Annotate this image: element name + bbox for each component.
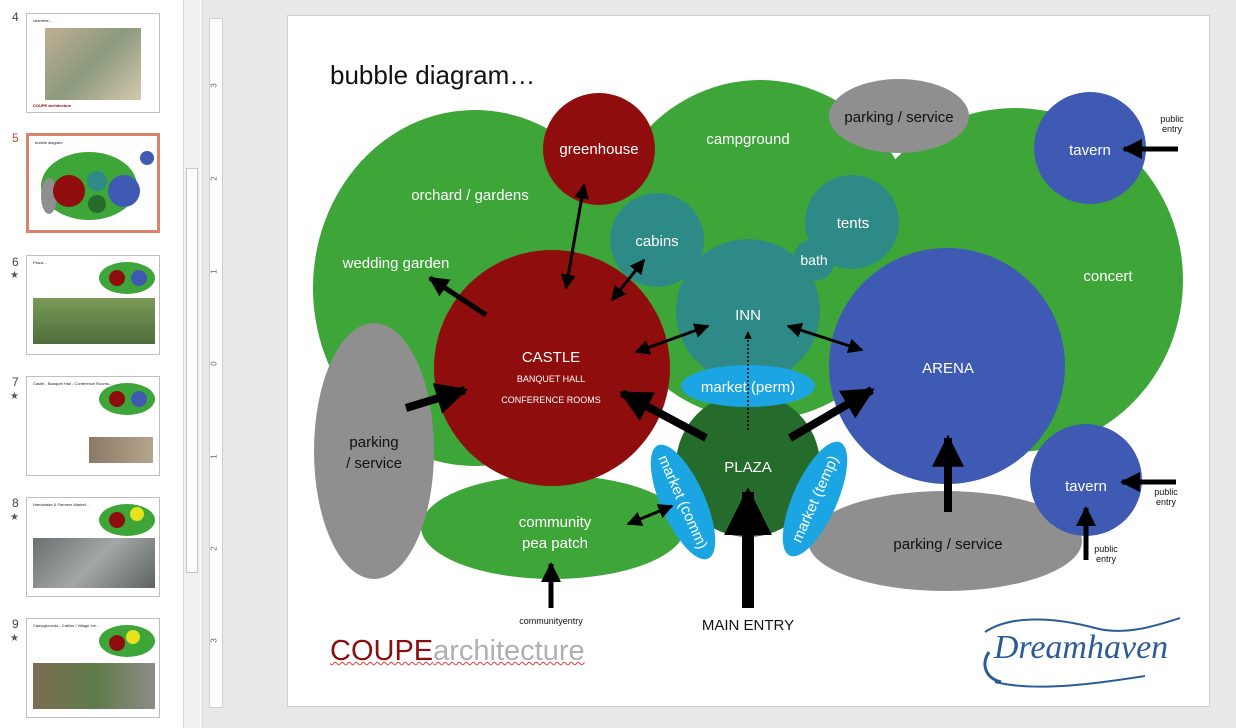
community-entry-label: communityentry	[519, 616, 583, 626]
slide-thumbnail-panel: 4 charrette... COUPE architecture 5 bubb…	[0, 0, 184, 728]
tavern-top-bubble	[1034, 92, 1146, 204]
parking-bottom-label: parking / service	[893, 536, 1002, 553]
slide-title[interactable]: bubble diagram…	[330, 60, 536, 90]
slide-number-9: 9	[12, 617, 19, 631]
slide-number-7: 7	[12, 375, 19, 389]
thumbnail-image	[89, 437, 153, 463]
animation-star-icon: ★	[10, 512, 19, 523]
cabins-label: cabins	[635, 233, 678, 250]
parking-top-label: parking / service	[844, 109, 953, 126]
thumbnail-title: Castle - Banquet Hall - Conference Rooms…	[33, 381, 113, 386]
arrow-castle-greenhouse	[560, 183, 590, 290]
greenhouse-label: greenhouse	[559, 141, 638, 158]
slide-thumbnail-8[interactable]: Handmade & Farmers Market...	[26, 497, 160, 597]
slide-thumbnail-6[interactable]: Plaza...	[26, 255, 160, 355]
logo-architecture-text: architecture	[433, 635, 585, 667]
slide-thumbnail-7[interactable]: Castle - Banquet Hall - Conference Rooms…	[26, 376, 160, 476]
parking-left-label-1: parking	[349, 434, 398, 451]
thumbnail-image	[33, 663, 155, 709]
thumbnail-title: bubble diagram	[35, 140, 63, 145]
dreamhaven-logo-text: Dreamhaven	[993, 629, 1168, 666]
slide-number-4: 4	[12, 10, 19, 24]
animation-star-icon: ★	[10, 633, 19, 644]
thumbnail-title: Handmade & Farmers Market...	[33, 502, 90, 507]
community-pea-patch-bubble	[421, 475, 685, 579]
arrow-plaza-castle	[619, 389, 708, 442]
arrow-plaza-arena	[787, 386, 875, 442]
arena-label: ARENA	[922, 360, 974, 377]
greenhouse-bubble	[543, 93, 655, 205]
arrow-castle-inn	[634, 323, 710, 355]
thumbnail-diagram	[99, 625, 155, 657]
community-label-1: community	[519, 514, 592, 531]
tavern-top-label: tavern	[1069, 142, 1111, 159]
logo-coupe-text: COUPE	[330, 635, 434, 667]
parking-service-top-bubble	[829, 79, 969, 153]
public-entry-label-2b: entry	[1156, 497, 1177, 507]
arrow-market-community	[626, 504, 674, 526]
animation-star-icon: ★	[10, 391, 19, 402]
thumbnail-logo: COUPE architecture	[33, 103, 72, 108]
public-entry-label-1b: entry	[1162, 124, 1183, 134]
thumbnail-scrollbar-thumb[interactable]	[186, 168, 198, 573]
public-entry-label-2a: public	[1154, 487, 1178, 497]
slide-thumbnail-4[interactable]: charrette... COUPE architecture	[26, 13, 160, 113]
arena-bubble	[829, 248, 1065, 484]
plaza-label: PLAZA	[724, 459, 772, 476]
thumbnail-diagram	[99, 383, 155, 415]
thumbnail-title: charrette...	[33, 18, 53, 23]
campground-label: campground	[706, 131, 789, 148]
concert-label: concert	[1083, 268, 1133, 285]
parking-service-left-bubble	[314, 323, 434, 579]
arrow-parking-castle	[404, 383, 469, 414]
vertical-ruler: 3 2 1 0 1 2 3	[209, 18, 223, 708]
thumbnail-diagram	[99, 504, 155, 536]
parking-service-bottom-bubble	[808, 491, 1082, 591]
tents-label: tents	[837, 215, 870, 232]
public-entry-label-3b: entry	[1096, 554, 1117, 564]
thumbnail-image	[33, 298, 155, 344]
thumbnail-title: Plaza...	[33, 260, 47, 265]
thumbnail-diagram	[41, 151, 154, 220]
arrow-inn-arena	[786, 323, 864, 353]
slide-thumbnail-5[interactable]: bubble diagram	[26, 133, 160, 233]
wedding-label: wedding garden	[342, 255, 450, 272]
arrow-castle-wedding	[428, 275, 488, 318]
slide-number-5: 5	[12, 131, 19, 145]
coupe-architecture-logo: COUPEarchitecture	[330, 635, 585, 668]
thumbnail-title: Campgrounds - Cabins / Village Inn...	[33, 623, 100, 628]
slide-number-8: 8	[12, 496, 19, 510]
thumbnail-image	[45, 28, 141, 100]
community-label-2: pea patch	[522, 535, 588, 552]
tavern-bottom-label: tavern	[1065, 478, 1107, 495]
public-entry-label-3a: public	[1094, 544, 1118, 554]
arrow-castle-cabins	[610, 258, 646, 302]
orchard-label: orchard / gardens	[411, 187, 529, 204]
market-comm-bubble	[650, 444, 716, 560]
conference-label: CONFERENCE ROOMS	[501, 395, 601, 405]
slide-number-6: 6	[12, 255, 19, 269]
thumbnail-diagram	[99, 262, 155, 294]
main-entry-label: MAIN ENTRY	[702, 617, 794, 634]
banquet-label: BANQUET HALL	[517, 374, 585, 384]
thumbnail-image	[33, 538, 155, 588]
inn-label: INN	[735, 307, 761, 324]
tavern-bottom-bubble	[1030, 424, 1142, 536]
parking-left-label-2: / service	[346, 455, 402, 472]
market-temp-bubble	[782, 441, 848, 557]
castle-label: CASTLE	[522, 349, 580, 366]
market-perm-label: market (perm)	[701, 379, 795, 396]
bath-label: bath	[800, 252, 827, 268]
public-entry-label-1a: public	[1160, 114, 1184, 124]
plaza-bubble	[676, 393, 820, 537]
inn-bubble	[676, 239, 820, 383]
castle-bubble	[434, 250, 670, 486]
animation-star-icon: ★	[10, 270, 19, 281]
slide-thumbnail-9[interactable]: Campgrounds - Cabins / Village Inn...	[26, 618, 160, 718]
dreamhaven-logo: Dreamhaven	[983, 617, 1181, 688]
